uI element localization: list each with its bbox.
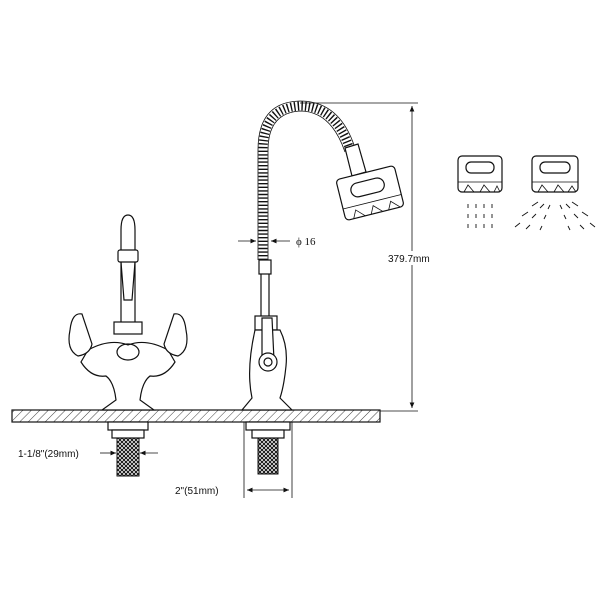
left-spout-nut	[113, 321, 143, 335]
spray-mode-icon	[514, 155, 596, 231]
right-faucet	[240, 100, 404, 475]
hose-diameter-dimension: ϕ 16	[238, 236, 316, 248]
left-nut	[111, 429, 145, 439]
hose-collar	[258, 259, 272, 275]
left-handle-left	[68, 313, 93, 357]
left-faucet-body	[80, 341, 176, 411]
left-spout	[120, 214, 136, 330]
left-washer	[107, 421, 149, 431]
left-spout-ring	[117, 249, 139, 263]
countertop	[11, 409, 381, 423]
spray-head	[336, 165, 404, 221]
base-width-label: 2"(51mm)	[175, 486, 219, 497]
base-width-dimension: 2"(51mm)	[175, 422, 293, 498]
shank-diameter-label: 1-1/8"(29mm)	[18, 449, 79, 460]
right-nut	[251, 429, 285, 439]
stream-mode-icon	[457, 155, 503, 228]
height-label: 379.7mm	[388, 254, 430, 265]
left-threaded-shank	[116, 437, 140, 477]
hose-diameter-label: ϕ 16	[296, 236, 316, 248]
left-handle-right	[163, 313, 188, 357]
right-threaded-shank	[257, 437, 279, 475]
left-faucet	[68, 214, 188, 477]
right-washer	[245, 421, 291, 431]
height-dimension: 379.7mm	[300, 102, 438, 412]
shank-diameter-dimension: 1-1/8"(29mm)	[18, 449, 158, 460]
right-lever-hub	[258, 352, 278, 372]
